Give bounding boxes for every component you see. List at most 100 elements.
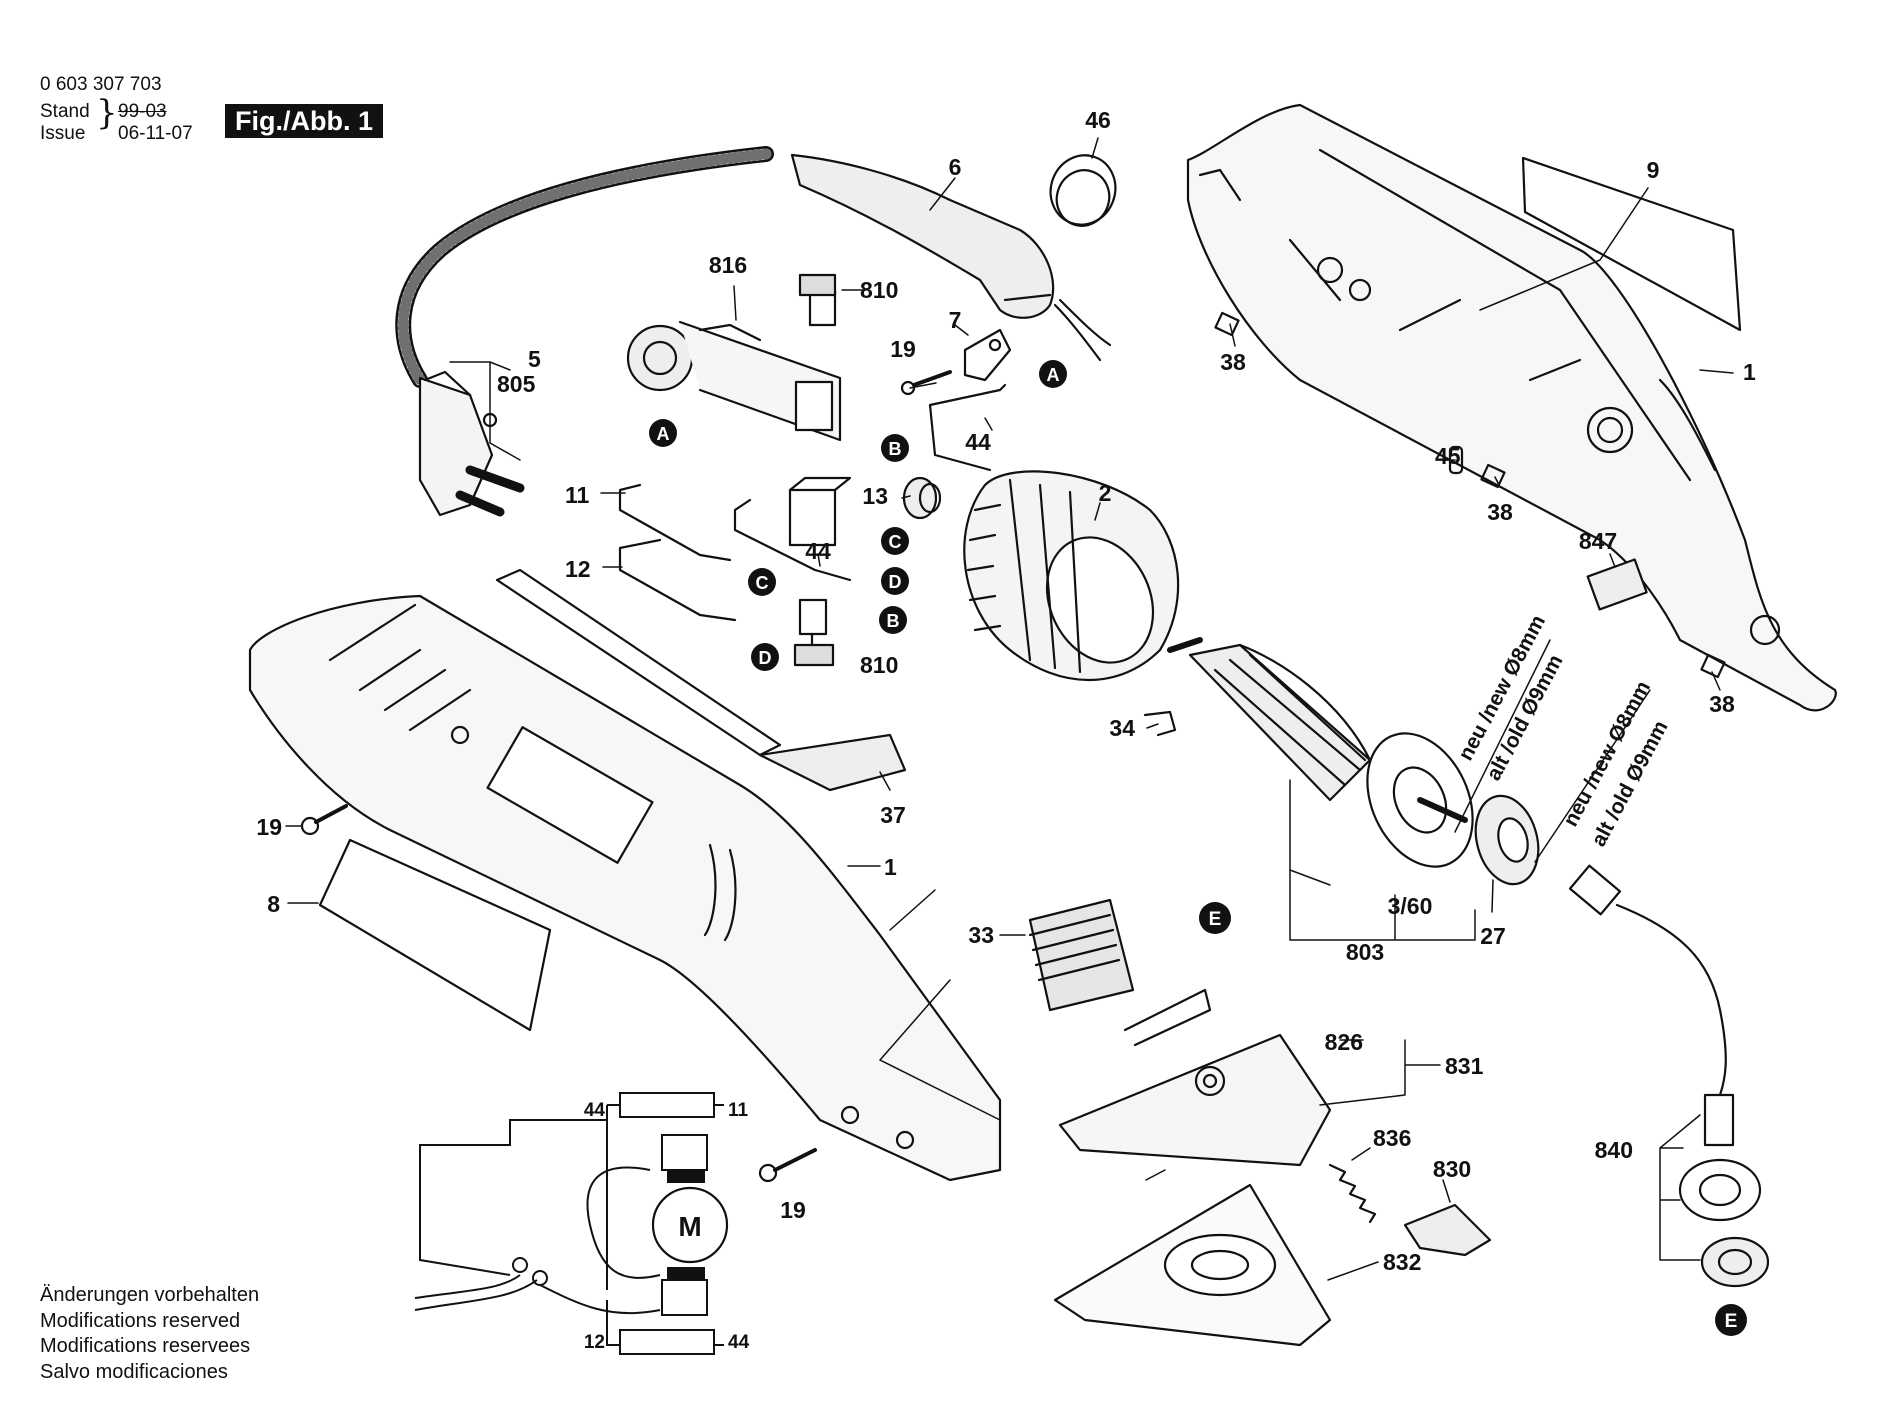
svg-text:C: C [889, 532, 902, 552]
brace-glyph: } [96, 93, 118, 133]
marker-c-stator: C [881, 527, 909, 555]
callout-830: 830 [1433, 1156, 1471, 1182]
callout-810-upper: 810 [860, 277, 898, 303]
label-8 [318, 838, 552, 1032]
callout-34: 34 [1109, 715, 1135, 741]
svg-text:D: D [889, 572, 902, 592]
sanding-plate [1053, 1183, 1332, 1347]
nut-38a [1214, 311, 1240, 337]
callout-803: 803 [1346, 939, 1384, 965]
callout-38-mid: 38 [1487, 499, 1513, 525]
issue-label: Issue [40, 123, 86, 144]
extraction-adapter [1568, 864, 1770, 1288]
power-cord [395, 146, 774, 388]
svg-text:B: B [889, 439, 902, 459]
dust-box [1028, 898, 1135, 1012]
housing-right [1186, 103, 1837, 712]
callout-19-top: 19 [890, 336, 916, 362]
svg-text:A: A [657, 424, 670, 444]
callout-38-bottom: 38 [1709, 691, 1735, 717]
callout-9: 9 [1647, 157, 1660, 183]
modifications-notice: Änderungen vorbehalten Modifications res… [40, 1283, 259, 1385]
wiring-callouts: 44 11 12 44 [584, 1100, 750, 1353]
callout-1-right: 1 [1743, 359, 1756, 385]
wiring-44-top: 44 [584, 1100, 606, 1121]
svg-text:E: E [1725, 1311, 1738, 1332]
clip-34 [1143, 710, 1177, 737]
marker-b-wire: B [879, 606, 907, 634]
callout-45: 45 [1435, 443, 1461, 469]
clip-847 [1586, 558, 1648, 611]
wiring-44-bottom: 44 [728, 1332, 750, 1353]
lock-lever [1403, 1203, 1492, 1257]
callout-7: 7 [949, 307, 962, 333]
screw-19c [758, 1148, 817, 1183]
wire-set [618, 383, 1007, 622]
svg-text:D: D [759, 648, 772, 668]
stand-label: Stand [40, 101, 90, 122]
sleeve-13 [902, 476, 942, 520]
motor-letter: M [678, 1211, 701, 1242]
part-number: 0 603 307 703 [40, 74, 162, 95]
marker-a-stator: A [1039, 360, 1067, 388]
svg-text:C: C [756, 573, 769, 593]
callout-810-lower: 810 [860, 652, 898, 678]
callout-44-mid: 44 [805, 538, 831, 564]
ring-part [1049, 154, 1117, 227]
label-plate [1521, 156, 1742, 332]
marker-d-stator: D [881, 567, 909, 595]
plate-carrier [1058, 988, 1332, 1167]
callout-826: 826 [1325, 1029, 1363, 1055]
wiring-12: 12 [584, 1332, 605, 1353]
callout-5: 5 [528, 346, 541, 372]
housing-left [248, 594, 1002, 1182]
connection-markers: A A B B C C D D E E [649, 360, 1747, 1336]
bearing-27 [1474, 794, 1540, 886]
clip-7 [963, 328, 1012, 382]
notice-es: Salvo modificaciones [40, 1360, 228, 1383]
callout-19-bottom: 19 [780, 1197, 806, 1223]
brush-holder-upper [798, 273, 837, 327]
nut-38c [1700, 653, 1726, 679]
callout-27: 27 [1480, 923, 1506, 949]
callout-44-top: 44 [965, 429, 991, 455]
callout-8: 8 [267, 891, 280, 917]
motor-symbol: M [651, 1186, 729, 1264]
mains-plug [418, 370, 525, 517]
marker-c-wire: C [748, 568, 776, 596]
svg-text:B: B [887, 611, 900, 631]
stator [963, 470, 1180, 682]
callout-840: 840 [1595, 1137, 1633, 1163]
callout-3-60: 3/60 [1388, 893, 1433, 919]
marker-b-stator: B [881, 434, 909, 462]
svg-text:A: A [1047, 365, 1060, 385]
switch-slider [495, 568, 907, 792]
wiring-schematic [414, 1092, 724, 1355]
callout-1-left: 1 [884, 854, 897, 880]
callout-38-top: 38 [1220, 349, 1246, 375]
callout-numbers: 46 6 9 816 810 5 805 7 19 38 1 44 11 45 … [256, 107, 1756, 1275]
callout-831: 831 [1445, 1053, 1484, 1079]
callout-33: 33 [968, 922, 994, 948]
switch-assembly [626, 320, 842, 442]
notice-de: Änderungen vorbehalten [40, 1284, 260, 1306]
callout-12: 12 [565, 556, 591, 582]
callout-46: 46 [1085, 107, 1111, 133]
callout-6: 6 [949, 154, 962, 180]
callout-2: 2 [1099, 480, 1112, 506]
callout-37: 37 [880, 802, 906, 828]
wiring-11: 11 [728, 1100, 749, 1121]
screw-19b [300, 804, 348, 836]
callout-13: 13 [862, 483, 888, 509]
nut-38b [1480, 463, 1506, 489]
marker-e-carrier: E [1199, 902, 1231, 934]
issue-value: 06-11-07 [118, 123, 193, 144]
stand-value: 99-03 [118, 101, 167, 122]
screw-19a [900, 370, 952, 396]
callout-836: 836 [1373, 1125, 1411, 1151]
cord-sleeve [790, 153, 1112, 362]
leader-lines [285, 137, 1734, 1281]
marker-e-adapter: E [1715, 1304, 1747, 1336]
callout-805: 805 [497, 371, 536, 397]
